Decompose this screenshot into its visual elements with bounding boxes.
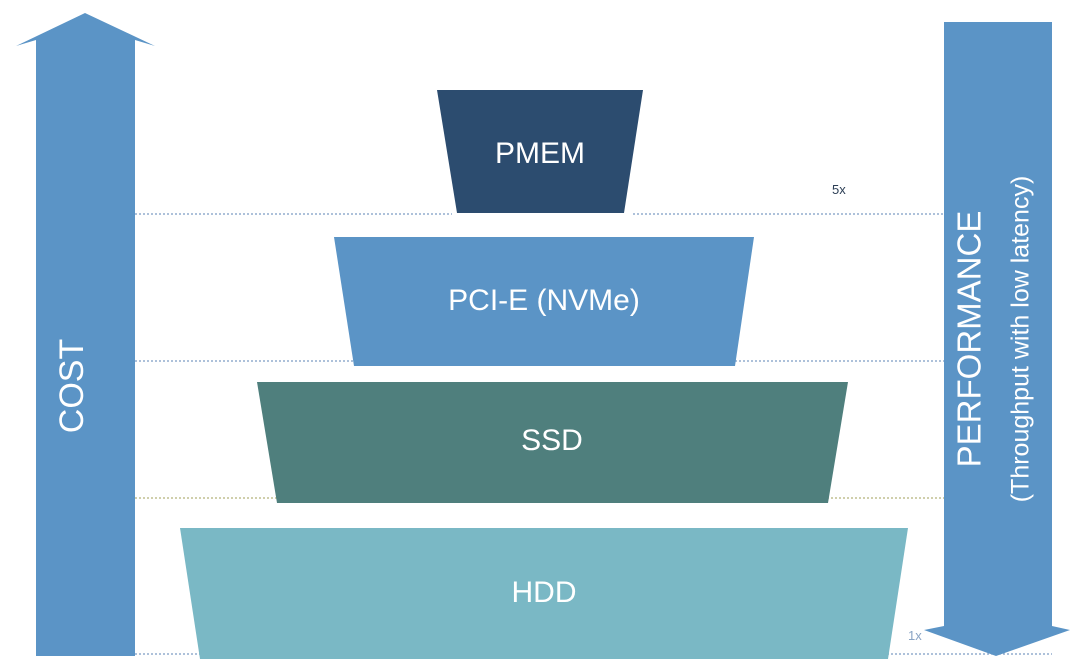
tier-hdd-shape — [180, 528, 908, 659]
tier-pcie: PCI-E (NVMe) — [334, 237, 754, 366]
tier-pmem-label: PMEM — [495, 137, 585, 170]
tier-pmem-shape — [437, 90, 643, 213]
tier-hdd-label: HDD — [512, 576, 577, 609]
cost-label: COST — [53, 339, 91, 433]
tier-ssd-label: SSD — [521, 424, 583, 457]
tier-ssd: SSD — [257, 382, 848, 503]
performance-arrow: PERFORMANCE (Throughput with low latency… — [924, 22, 1070, 656]
tier-pcie-label: PCI-E (NVMe) — [448, 284, 640, 317]
cost-arrow: COST — [16, 13, 155, 656]
marker-1x: 1x — [908, 628, 922, 643]
performance-sublabel: (Throughput with low latency) — [1007, 176, 1035, 503]
tier-pmem: PMEM — [437, 90, 643, 213]
cost-arrow-shape — [16, 13, 155, 656]
performance-label: PERFORMANCE — [951, 211, 988, 468]
tier-pcie-shape — [334, 237, 754, 366]
tier-hdd: HDD — [180, 528, 908, 659]
performance-arrow-shape — [924, 22, 1070, 656]
tier-ssd-shape — [257, 382, 848, 503]
marker-5x: 5x — [832, 182, 846, 197]
